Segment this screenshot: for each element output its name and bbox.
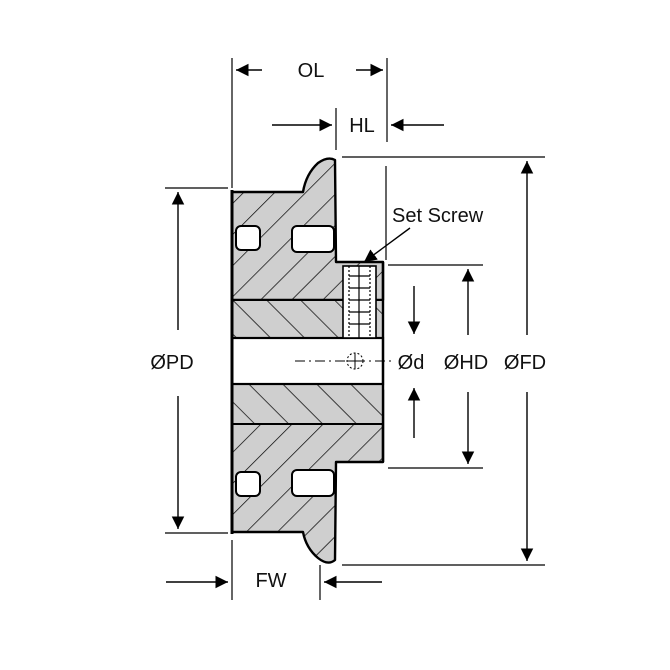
dimension-fw: FW — [166, 570, 382, 592]
set-screw-label: Set Screw — [392, 205, 484, 227]
hd-label: ØHD — [444, 352, 488, 374]
tooth-recess-upper-right — [291, 225, 335, 253]
set-screw-callout: Set Screw — [363, 205, 484, 263]
extension-lines — [165, 58, 545, 600]
fw-label: FW — [255, 570, 286, 592]
set-screw-threads — [348, 266, 371, 338]
tooth-recess-lower-left — [235, 471, 261, 497]
dimension-ol: OL — [236, 60, 383, 82]
dimension-fd: ØFD — [504, 161, 546, 561]
bore-wall-lower — [231, 383, 384, 425]
tooth-recess-upper-left — [235, 225, 261, 251]
dimension-hl: HL — [272, 115, 444, 137]
dimension-d: Ød — [398, 286, 425, 438]
sprocket-body — [230, 157, 392, 564]
tooth-recess-lower-right — [291, 469, 335, 497]
pd-label: ØPD — [150, 352, 193, 374]
fd-label: ØFD — [504, 352, 546, 374]
dimension-hd: ØHD — [444, 269, 488, 464]
hl-label: HL — [349, 115, 375, 137]
dimension-pd: ØPD — [150, 192, 194, 529]
ol-label: OL — [298, 60, 325, 82]
d-label: Ød — [398, 352, 425, 374]
